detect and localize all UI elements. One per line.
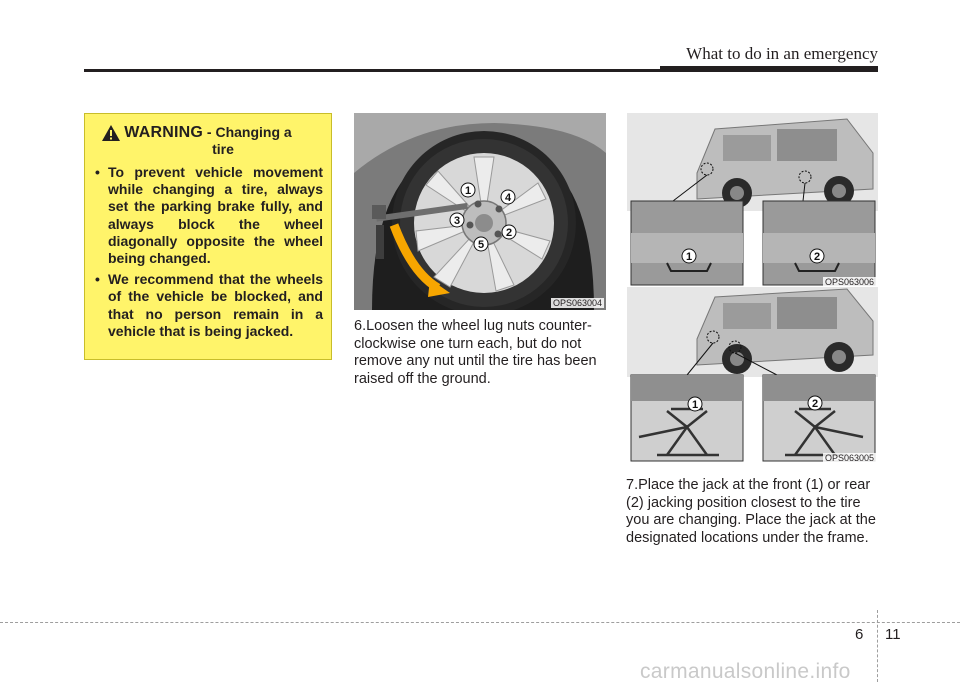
jack-points-illustration: 1 2 [627, 113, 878, 287]
page-number: 11 [885, 626, 901, 643]
step-6: 6.Loosen the wheel lug nuts counter-cloc… [354, 318, 606, 388]
jack-position-label: 1 [692, 399, 698, 411]
step-text: Loosen the wheel lug nuts counter-clockw… [354, 318, 597, 387]
warning-box: WARNING - Changing a tire To prevent veh… [84, 113, 332, 360]
header-rule [84, 69, 878, 72]
figure-code: OPS063004 [550, 298, 604, 308]
step-text: Place the jack at the front (1) or rear … [626, 477, 876, 546]
warning-list: To prevent vehicle movement while changi… [93, 164, 323, 340]
watermark: carmanualsonline.info [640, 660, 851, 683]
step-number: 7. [626, 477, 639, 493]
footer-divider [877, 610, 878, 682]
chapter-number: 6 [855, 626, 864, 643]
jack-position-label: 2 [812, 398, 818, 410]
jack-point-label: 2 [814, 251, 820, 263]
header-rule-accent [660, 66, 878, 72]
wheel-figure: 1 2 3 4 5 OPS063004 [354, 113, 606, 310]
section-title: What to do in an emergency [686, 44, 878, 63]
warning-word: WARNING [124, 124, 204, 141]
jack-placement-illustration: 1 2 [627, 287, 878, 463]
warning-subtitle: - Changing a [203, 124, 292, 140]
jack-point-label: 1 [686, 251, 692, 263]
figure-code: OPS063006 [822, 277, 876, 287]
warning-subtitle-cont: tire [212, 141, 234, 157]
figure-code: OPS063005 [822, 453, 876, 463]
warning-triangle-icon [102, 125, 120, 141]
lug-nut-label: 4 [505, 192, 512, 204]
lug-nut-label: 2 [506, 227, 512, 239]
warning-heading: WARNING - Changing a tire [93, 124, 323, 158]
jack-points-figure: 1 2 OPS063006 [627, 113, 878, 287]
lug-nut-label: 3 [454, 215, 460, 227]
lug-nut-label: 1 [465, 185, 471, 197]
footer-rule [0, 622, 960, 623]
jack-placement-figure: 1 2 OPS063005 [627, 287, 878, 463]
lug-nut-label: 5 [478, 239, 484, 251]
step-number: 6. [354, 318, 367, 334]
step-7: 7.Place the jack at the front (1) or rea… [626, 477, 878, 547]
warning-item: To prevent vehicle movement while changi… [93, 164, 323, 267]
warning-item: We recommend that the wheels of the vehi… [93, 271, 323, 340]
wheel-illustration: 1 2 3 4 5 [354, 113, 606, 310]
